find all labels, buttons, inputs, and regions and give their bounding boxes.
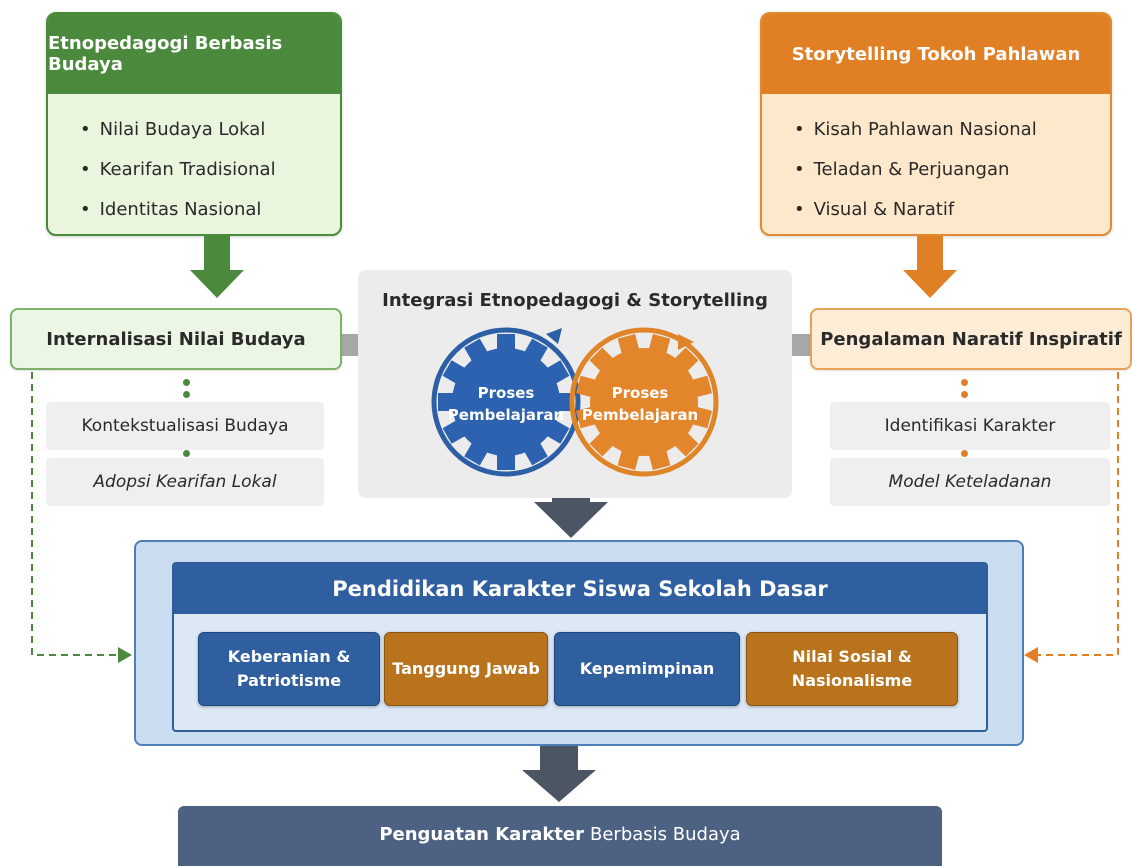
etnopedagogi-item: Kearifan Tradisional [80, 150, 340, 190]
gear-left-line1: Proses [478, 384, 535, 402]
orange-dashed-connector [1024, 372, 1119, 663]
green-down-arrow [190, 236, 244, 298]
internalisasi-stage: Internalisasi Nilai Budaya [10, 308, 342, 370]
trait-line: Nasionalisme [791, 671, 913, 690]
main-to-result-arrow [522, 746, 596, 802]
orange-gear-icon [569, 327, 719, 477]
storytelling-item: Visual & Naratif [794, 190, 1110, 230]
integration-title: Integrasi Etnopedagogi & Storytelling [382, 290, 768, 311]
identifikasi-step: Identifikasi Karakter [830, 402, 1110, 450]
connector-dot [183, 379, 190, 386]
gear-right-line1: Proses [612, 384, 669, 402]
result-box: Penguatan Karakter Berbasis Budaya [178, 806, 942, 866]
etnopedagogi-item: Identitas Nasional [80, 190, 340, 230]
pengalaman-stage: Pengalaman Naratif Inspiratif [810, 308, 1132, 370]
storytelling-box: Storytelling Tokoh Pahlawan Kisah Pahlaw… [760, 12, 1112, 236]
gear-left-line2: Pembelajaran [448, 406, 564, 424]
kontekstualisasi-step: Kontekstualisasi Budaya [46, 402, 324, 450]
trait-keberanian: Keberanian & Patriotisme [198, 632, 380, 706]
blue-gear-icon [431, 327, 581, 477]
connector-dot [183, 450, 190, 457]
connector-dot [961, 391, 968, 398]
result-bold: Penguatan Karakter [379, 824, 584, 845]
trait-tanggung-jawab: Tanggung Jawab [384, 632, 548, 706]
character-education-title: Pendidikan Karakter Siswa Sekolah Dasar [174, 564, 986, 614]
connector-dot [961, 379, 968, 386]
gear-right-line2: Pembelajaran [582, 406, 698, 424]
trait-line: Patriotisme [236, 671, 342, 690]
trait-line: Kepemimpinan [579, 659, 715, 678]
green-dashed-connector [31, 372, 132, 663]
etnopedagogi-box: Etnopedagogi Berbasis Budaya Nilai Buday… [46, 12, 342, 236]
connector-dot [961, 450, 968, 457]
storytelling-item: Teladan & Perjuangan [794, 150, 1110, 190]
model-step: Model Keteladanan [830, 458, 1110, 506]
result-rest: Berbasis Budaya [590, 824, 741, 845]
trait-kepemimpinan: Kepemimpinan [554, 632, 740, 706]
orange-down-arrow [903, 236, 957, 298]
gears-diagram: Proses Pembelajaran Proses Pembelajaran [431, 327, 719, 477]
storytelling-item: Kisah Pahlawan Nasional [794, 110, 1110, 150]
etnopedagogi-title: Etnopedagogi Berbasis Budaya [48, 14, 340, 94]
trait-line: Keberanian & [227, 647, 351, 666]
trait-nilai-sosial: Nilai Sosial & Nasionalisme [746, 632, 958, 706]
storytelling-title: Storytelling Tokoh Pahlawan [762, 14, 1110, 94]
adopsi-step: Adopsi Kearifan Lokal [46, 458, 324, 506]
trait-line: Nilai Sosial & [792, 647, 912, 666]
trait-line: Tanggung Jawab [392, 659, 540, 678]
connector-dot [183, 391, 190, 398]
etnopedagogi-item: Nilai Budaya Lokal [80, 110, 340, 150]
